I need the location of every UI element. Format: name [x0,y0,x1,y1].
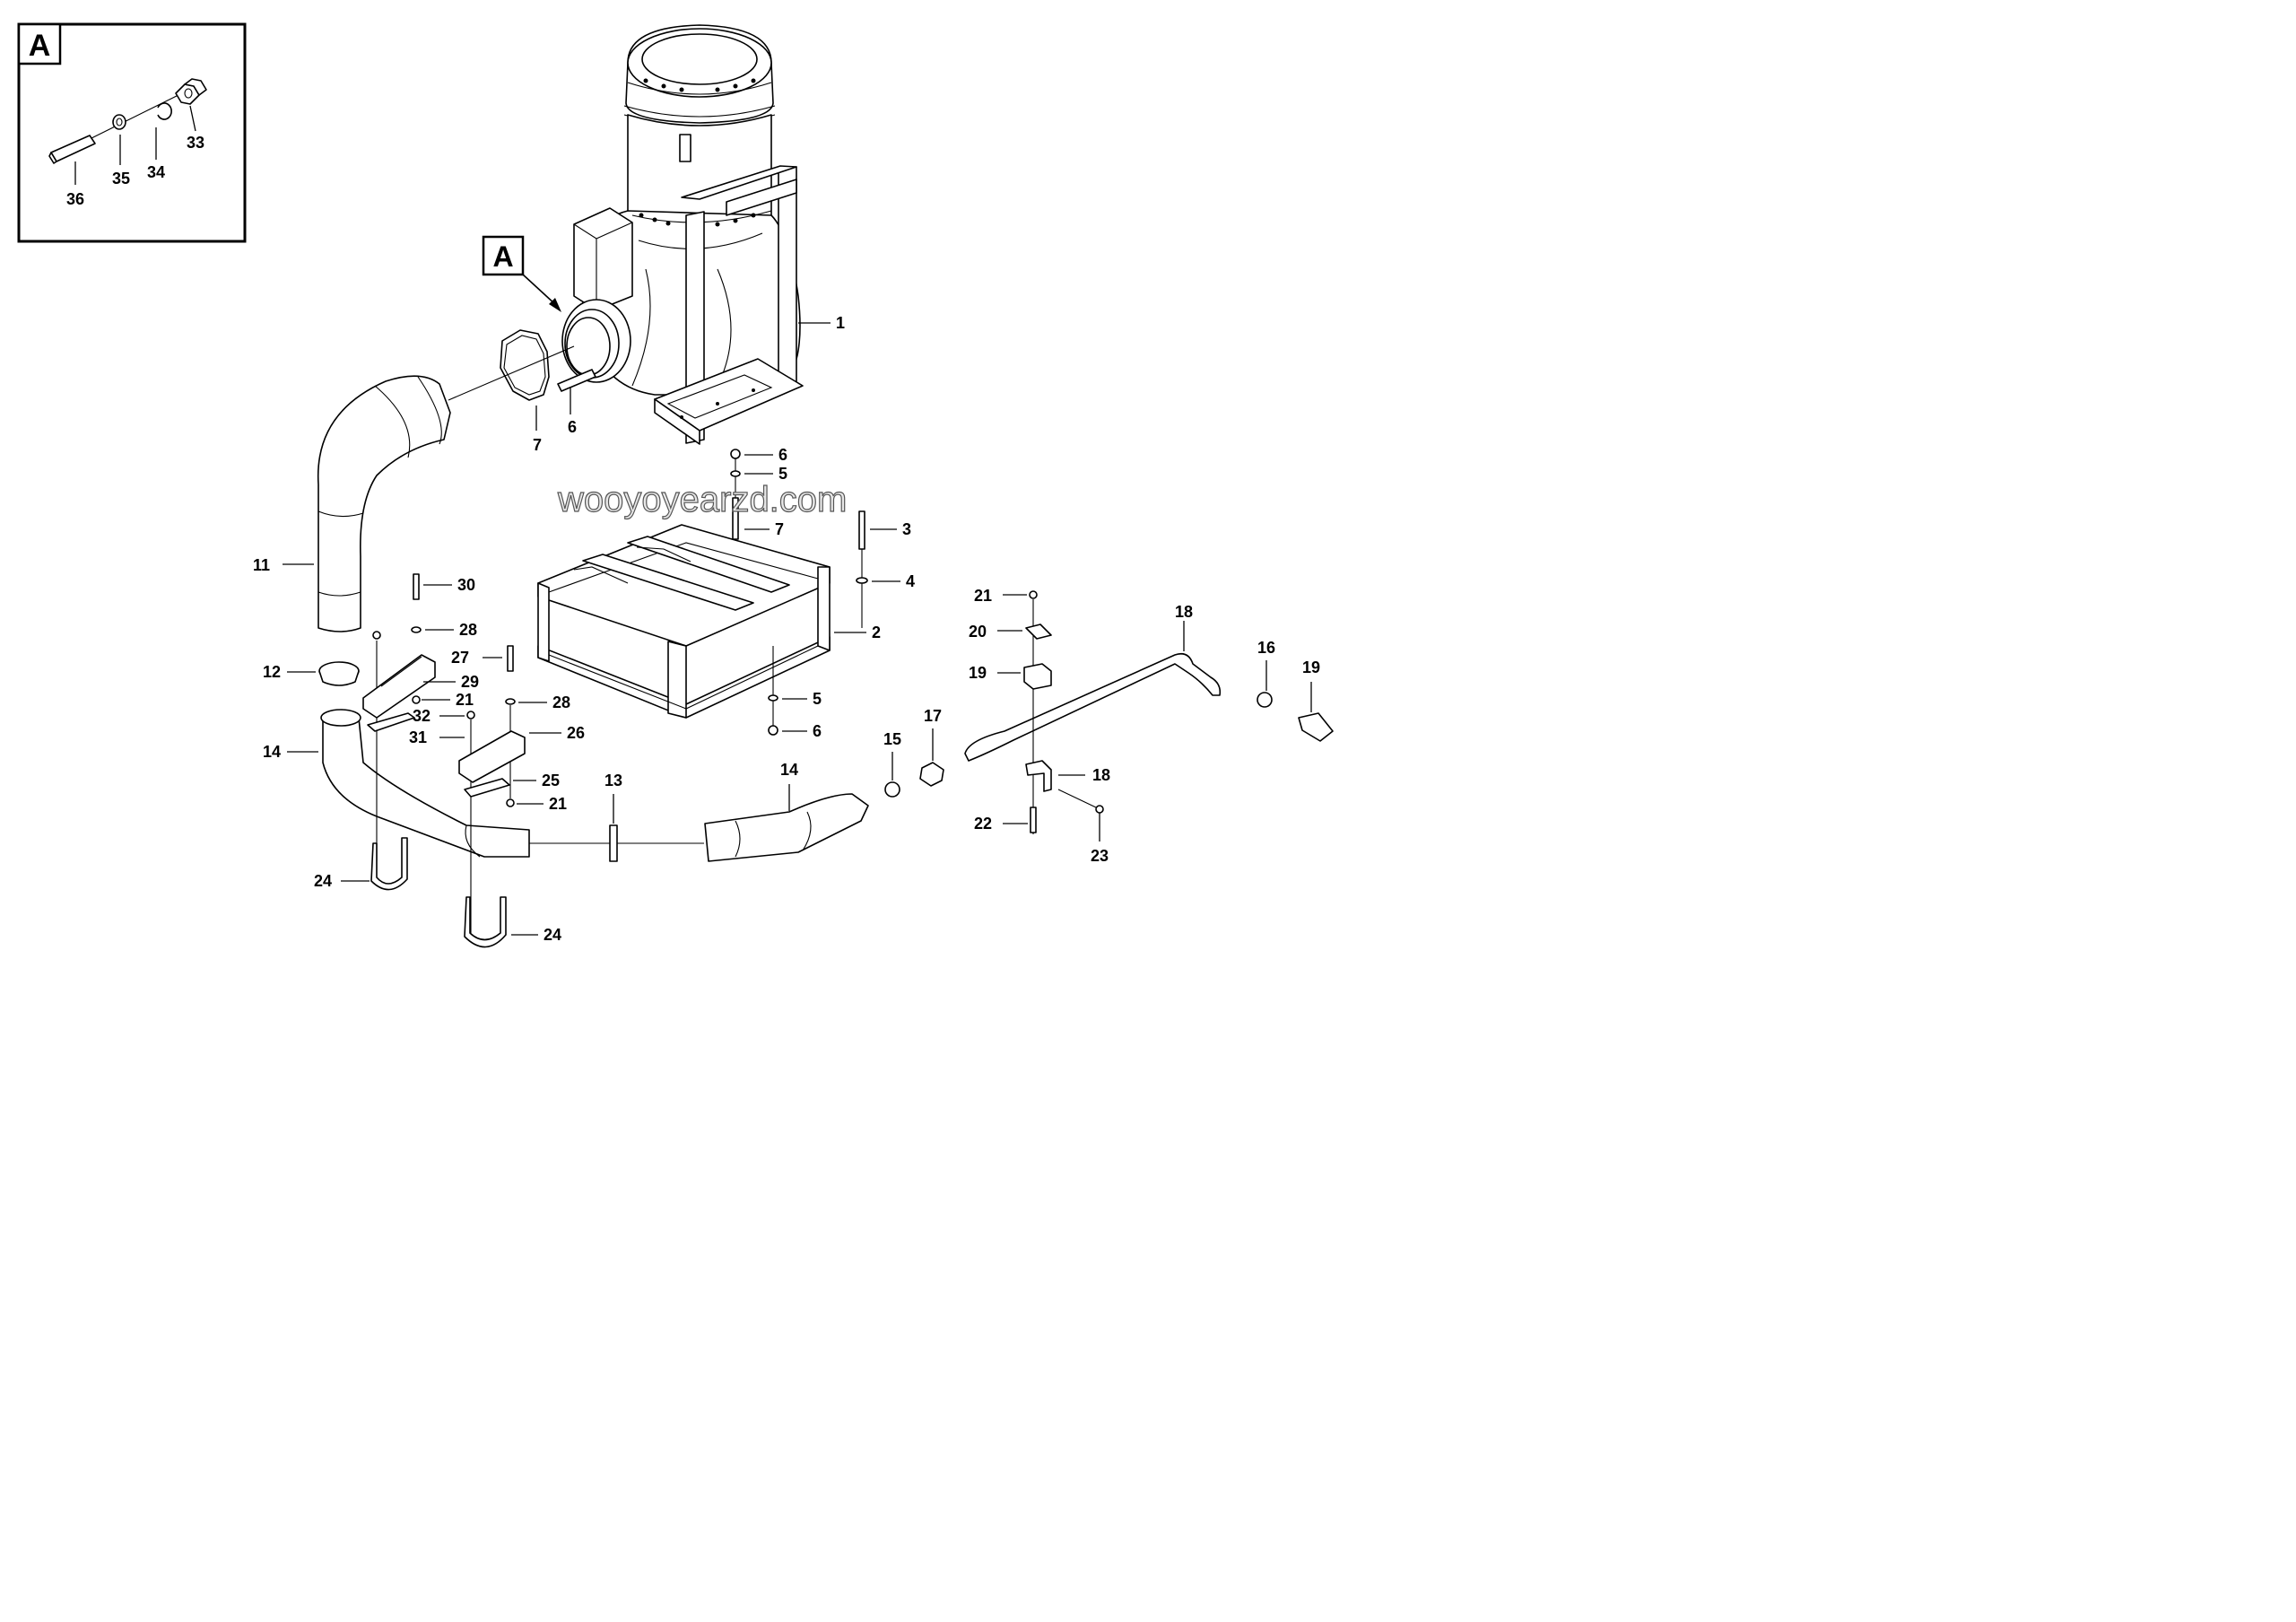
plate-part-20 [1025,624,1052,640]
bolt-part-27 [507,645,514,672]
pipe-part-8 [557,369,596,392]
label-30: 30 [457,576,475,594]
label-31: 31 [409,728,427,746]
nut-part-21-mid [412,695,421,704]
air-cleaner-assembly [561,24,804,445]
bolt-part-7 [732,497,739,540]
bracket-part-18 [1025,760,1052,792]
label-28-b: 28 [552,693,570,711]
label-7: 7 [775,520,784,538]
bolt-part-30 [413,573,420,600]
screw-part-23 [1095,805,1104,814]
callout-a: A [482,235,561,312]
elbow-hose-part-10 [317,375,451,632]
washer-part-28-b [505,698,516,705]
label-27: 27 [451,649,469,667]
label-13: 14 [780,761,798,779]
label-10: 11 [253,556,270,574]
label-21-a: 21 [974,587,992,605]
label-20: 20 [969,623,987,641]
watermark: wooyoyearzd.com [557,480,847,519]
label-16: 18 [1175,603,1193,621]
detail-box-a: A 33 34 35 36 [17,22,247,243]
label-29: 29 [461,673,479,691]
nut-part-21-top [1029,590,1038,599]
clamp-part-11 [318,661,360,686]
hose-clamp-part-9 [500,329,550,401]
plate-part-31 [367,712,415,732]
fitting-part-15 [919,762,944,787]
label-15: 17 [924,707,942,725]
label-5-b: 5 [813,690,822,708]
fitting-part-33 [175,78,207,105]
block-part-19 [1023,663,1052,690]
u-clamp-part-24-a [370,837,408,891]
label-19: 19 [969,664,987,682]
detail-box-letter: A [29,29,51,63]
nut-part-14-b [1257,692,1273,708]
label-28-a: 28 [459,621,477,639]
label-21-b: 21 [456,691,474,709]
nut-part-6-top [730,449,741,459]
label-24-b: 24 [544,926,561,944]
exploded-parts-diagram: A 33 34 35 36 A [17,22,1334,948]
label-8: 6 [568,418,577,436]
washer-part-4 [856,577,868,584]
label-35: 35 [112,170,130,187]
washer-part-28-a [411,626,422,633]
clamp-part-11-b [609,824,618,862]
label-2: 2 [872,624,881,641]
label-25: 25 [542,772,560,789]
plate-part-25 [464,778,510,798]
label-26: 26 [567,724,585,742]
hose-part-13 [704,793,869,862]
label-17: 19 [1302,658,1320,676]
washer-part-5-top [730,470,741,477]
callout-letter: A [492,240,513,273]
bracket-part-29 [362,654,436,719]
label-22: 22 [974,815,992,833]
label-14: 15 [883,730,901,748]
label-18: 18 [1092,766,1110,784]
nut-part-6-bottom [768,725,778,736]
connector-part-17 [1298,712,1334,742]
label-34: 34 [147,163,165,181]
label-21-c: 21 [549,795,567,813]
nut-part-35 [112,114,126,130]
label-4: 4 [906,572,915,590]
frame-part-2 [537,524,831,719]
label-9: 7 [533,436,542,454]
label-11-b: 13 [604,772,622,789]
snap-ring-part-34 [157,102,172,120]
nut-part-21-left [372,631,381,640]
nut-part-21-low [506,798,515,807]
pipe-part-16 [964,652,1222,762]
label-33: 33 [187,134,204,152]
bolt-part-22 [1030,807,1037,833]
bracket-part-26 [458,730,526,783]
label-23: 23 [1091,847,1109,865]
label-36: 36 [66,190,84,208]
elbow-pipe-part-12 [320,709,530,858]
washer-part-5-bottom [768,694,778,702]
label-3: 3 [902,520,911,538]
nut-part-14 [884,781,900,798]
label-1: 1 [836,314,845,332]
pin-part-36 [48,135,96,164]
label-24-a: 24 [314,872,332,890]
label-32: 32 [413,707,430,725]
label-5-a: 5 [778,465,787,483]
bolt-part-3 [858,510,865,550]
label-14-b: 16 [1257,639,1275,657]
label-11: 12 [263,663,281,681]
label-6-a: 6 [778,446,787,464]
label-12: 14 [263,743,281,761]
nut-part-32 [466,711,475,719]
u-clamp-part-24-b [464,896,507,948]
label-6-b: 6 [813,722,822,740]
